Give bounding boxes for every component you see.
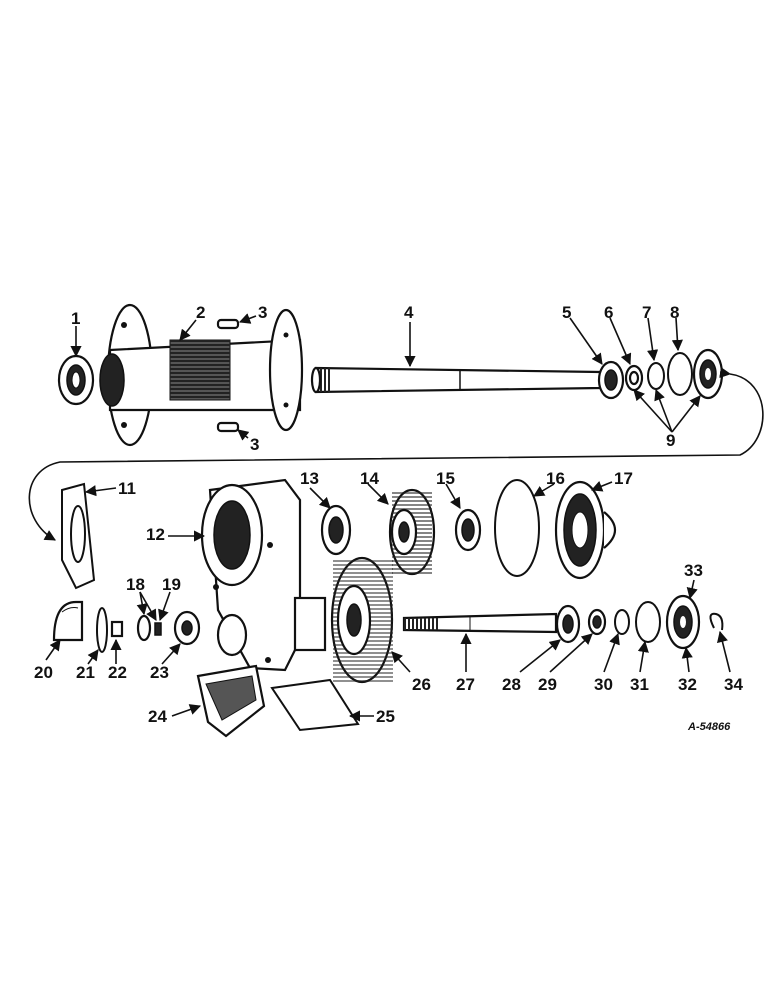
callout-18: 18 (126, 575, 145, 594)
part-12-gear-case (200, 478, 327, 672)
callout-34: 34 (724, 675, 743, 694)
part-8-gasket (667, 352, 693, 396)
part-31-gasket (635, 601, 661, 643)
part-16-gasket (494, 479, 540, 577)
part-6-washer (624, 364, 644, 392)
callout-1: 1 (71, 309, 80, 328)
callout-20: 20 (34, 663, 53, 682)
part-5-bearing (597, 360, 625, 400)
leader-lines (45, 313, 731, 722)
callout-14: 14 (360, 469, 379, 488)
part-24-oil-pan (196, 664, 266, 738)
callout-7: 7 (642, 303, 651, 322)
callout-2: 2 (196, 303, 205, 322)
callout-19: 19 (162, 575, 181, 594)
part-23-nut (173, 610, 201, 646)
part-21-ring (96, 607, 108, 653)
callout-5: 5 (562, 303, 571, 322)
callout-9: 9 (666, 431, 675, 450)
callout-13: 13 (300, 469, 319, 488)
callout-28: 28 (502, 675, 521, 694)
part-32-retainer (665, 594, 701, 650)
part-11-gasket (61, 482, 96, 590)
part-15-bearing (454, 508, 482, 552)
callout-3-bottom: 3 (250, 435, 259, 454)
callout-11: 11 (118, 479, 136, 498)
part-22-lock (110, 620, 124, 638)
callout-33: 33 (684, 561, 703, 580)
callout-17: 17 (614, 469, 633, 488)
callout-8: 8 (670, 303, 679, 322)
callout-21: 21 (76, 663, 95, 682)
callout-32: 32 (678, 675, 697, 694)
callout-6: 6 (604, 303, 613, 322)
part-4-shaft (310, 366, 602, 394)
part-20-cap (52, 600, 84, 642)
callout-26: 26 (412, 675, 431, 694)
callout-23: 23 (150, 663, 169, 682)
part-9-seal-cap (692, 348, 724, 400)
callout-24: 24 (148, 707, 167, 726)
part-34-snap-ring (709, 612, 724, 631)
part-30-ring (614, 609, 630, 635)
callout-4: 4 (404, 303, 414, 322)
part-29-washer (587, 608, 607, 636)
callout-16: 16 (546, 469, 565, 488)
part-13-bearing (320, 504, 352, 556)
part-27-shaft (402, 612, 558, 634)
callout-31: 31 (630, 675, 649, 694)
part-28-bearing (555, 604, 581, 644)
callout-labels: 1 2 3 3 4 5 6 7 8 9 11 12 13 14 15 16 17… (34, 303, 743, 733)
part-17-cover (554, 480, 617, 580)
part-19-pin (154, 622, 162, 636)
part-25-gasket (270, 678, 360, 732)
callout-30: 30 (594, 675, 613, 694)
callout-12: 12 (146, 525, 165, 544)
part-26-large-gear (330, 556, 394, 684)
part-14-gear (388, 488, 436, 576)
callout-22: 22 (108, 663, 127, 682)
callout-29: 29 (538, 675, 557, 694)
part-1-bearing (57, 354, 95, 406)
part-18-washer (136, 614, 152, 642)
callout-25: 25 (376, 707, 395, 726)
callout-3-top: 3 (258, 303, 267, 322)
part-7-ring (647, 362, 665, 390)
figure-code: A-54866 (687, 721, 731, 733)
callout-27: 27 (456, 675, 475, 694)
callout-15: 15 (436, 469, 455, 488)
part-2-housing (99, 303, 304, 447)
